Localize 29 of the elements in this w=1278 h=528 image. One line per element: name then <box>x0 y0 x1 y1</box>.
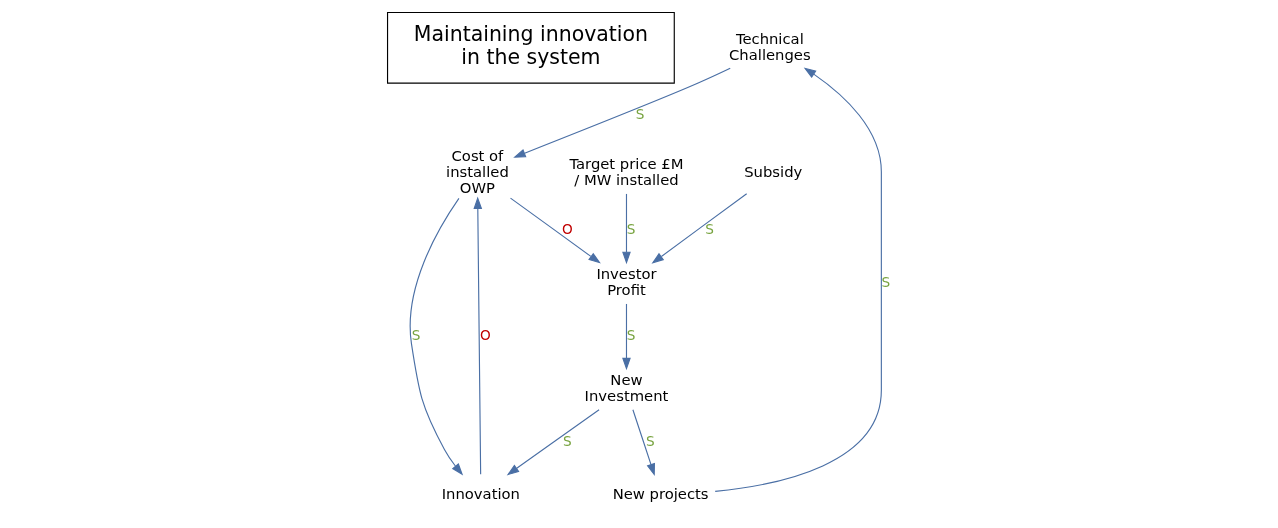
arrow <box>513 67 731 158</box>
node-text: New projects <box>612 484 709 502</box>
edge-label: S <box>626 326 636 343</box>
node-text: Subsidy <box>744 162 803 180</box>
node-text: Cost of installed OWP <box>446 146 509 196</box>
arrow <box>622 303 631 371</box>
edge-label: O <box>480 326 491 343</box>
node-text: New Investment <box>584 371 669 404</box>
node-text: Innovation <box>441 484 520 502</box>
node-text: Target price £M / MW installed <box>569 154 684 188</box>
node-box: Maintaining innovation in the system <box>387 12 675 84</box>
edge-label: S <box>635 106 645 123</box>
arrow <box>632 409 655 477</box>
edge-label: S <box>705 220 714 237</box>
node-text: Technical Challenges <box>729 29 811 63</box>
edge-label: S <box>881 273 891 290</box>
arrow <box>409 197 464 476</box>
node-text: Investor Profit <box>596 265 657 299</box>
arrow <box>473 196 483 475</box>
edge-label: S <box>646 432 655 449</box>
arrow <box>651 193 748 264</box>
edge-label: S <box>562 432 572 449</box>
arrow <box>714 67 882 492</box>
edge-label: O <box>561 220 573 237</box>
arrow <box>622 193 631 265</box>
arrow <box>509 197 601 264</box>
arrow <box>506 409 600 476</box>
edge-label: S <box>411 326 421 343</box>
edge-label: S <box>626 220 636 237</box>
